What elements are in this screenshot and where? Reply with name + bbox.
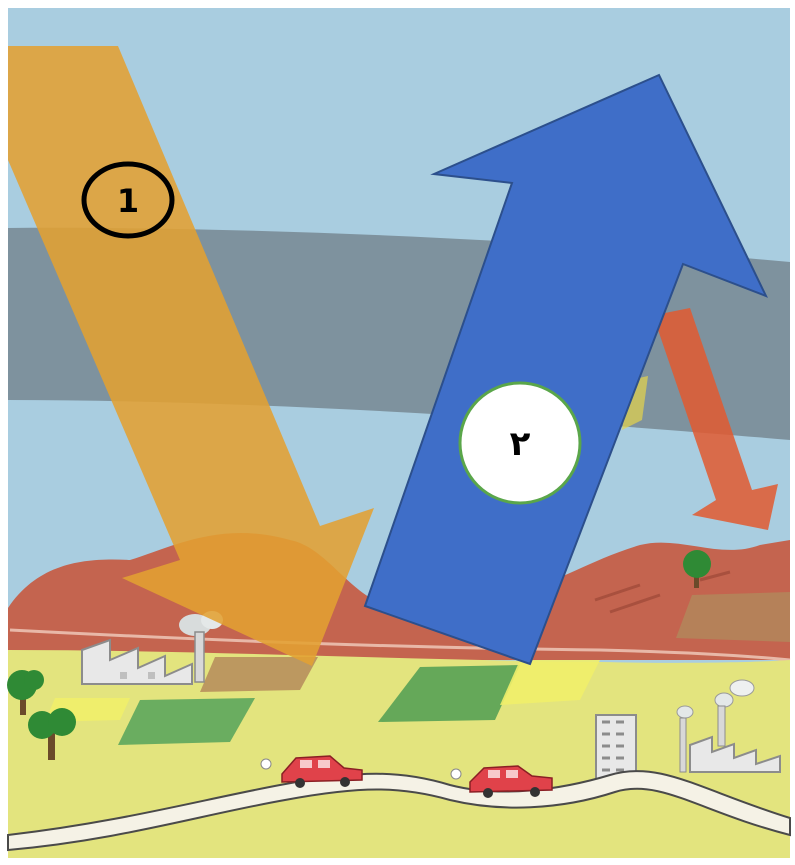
exhaust-puff: [451, 769, 461, 779]
label-1-text: 1: [117, 182, 139, 220]
field-brown-center: [200, 657, 318, 692]
field-brown-right: [676, 592, 790, 642]
label-2-text: ٢: [510, 424, 531, 464]
label-2-marker: ٢: [460, 383, 580, 503]
exhaust-puff: [261, 759, 271, 769]
